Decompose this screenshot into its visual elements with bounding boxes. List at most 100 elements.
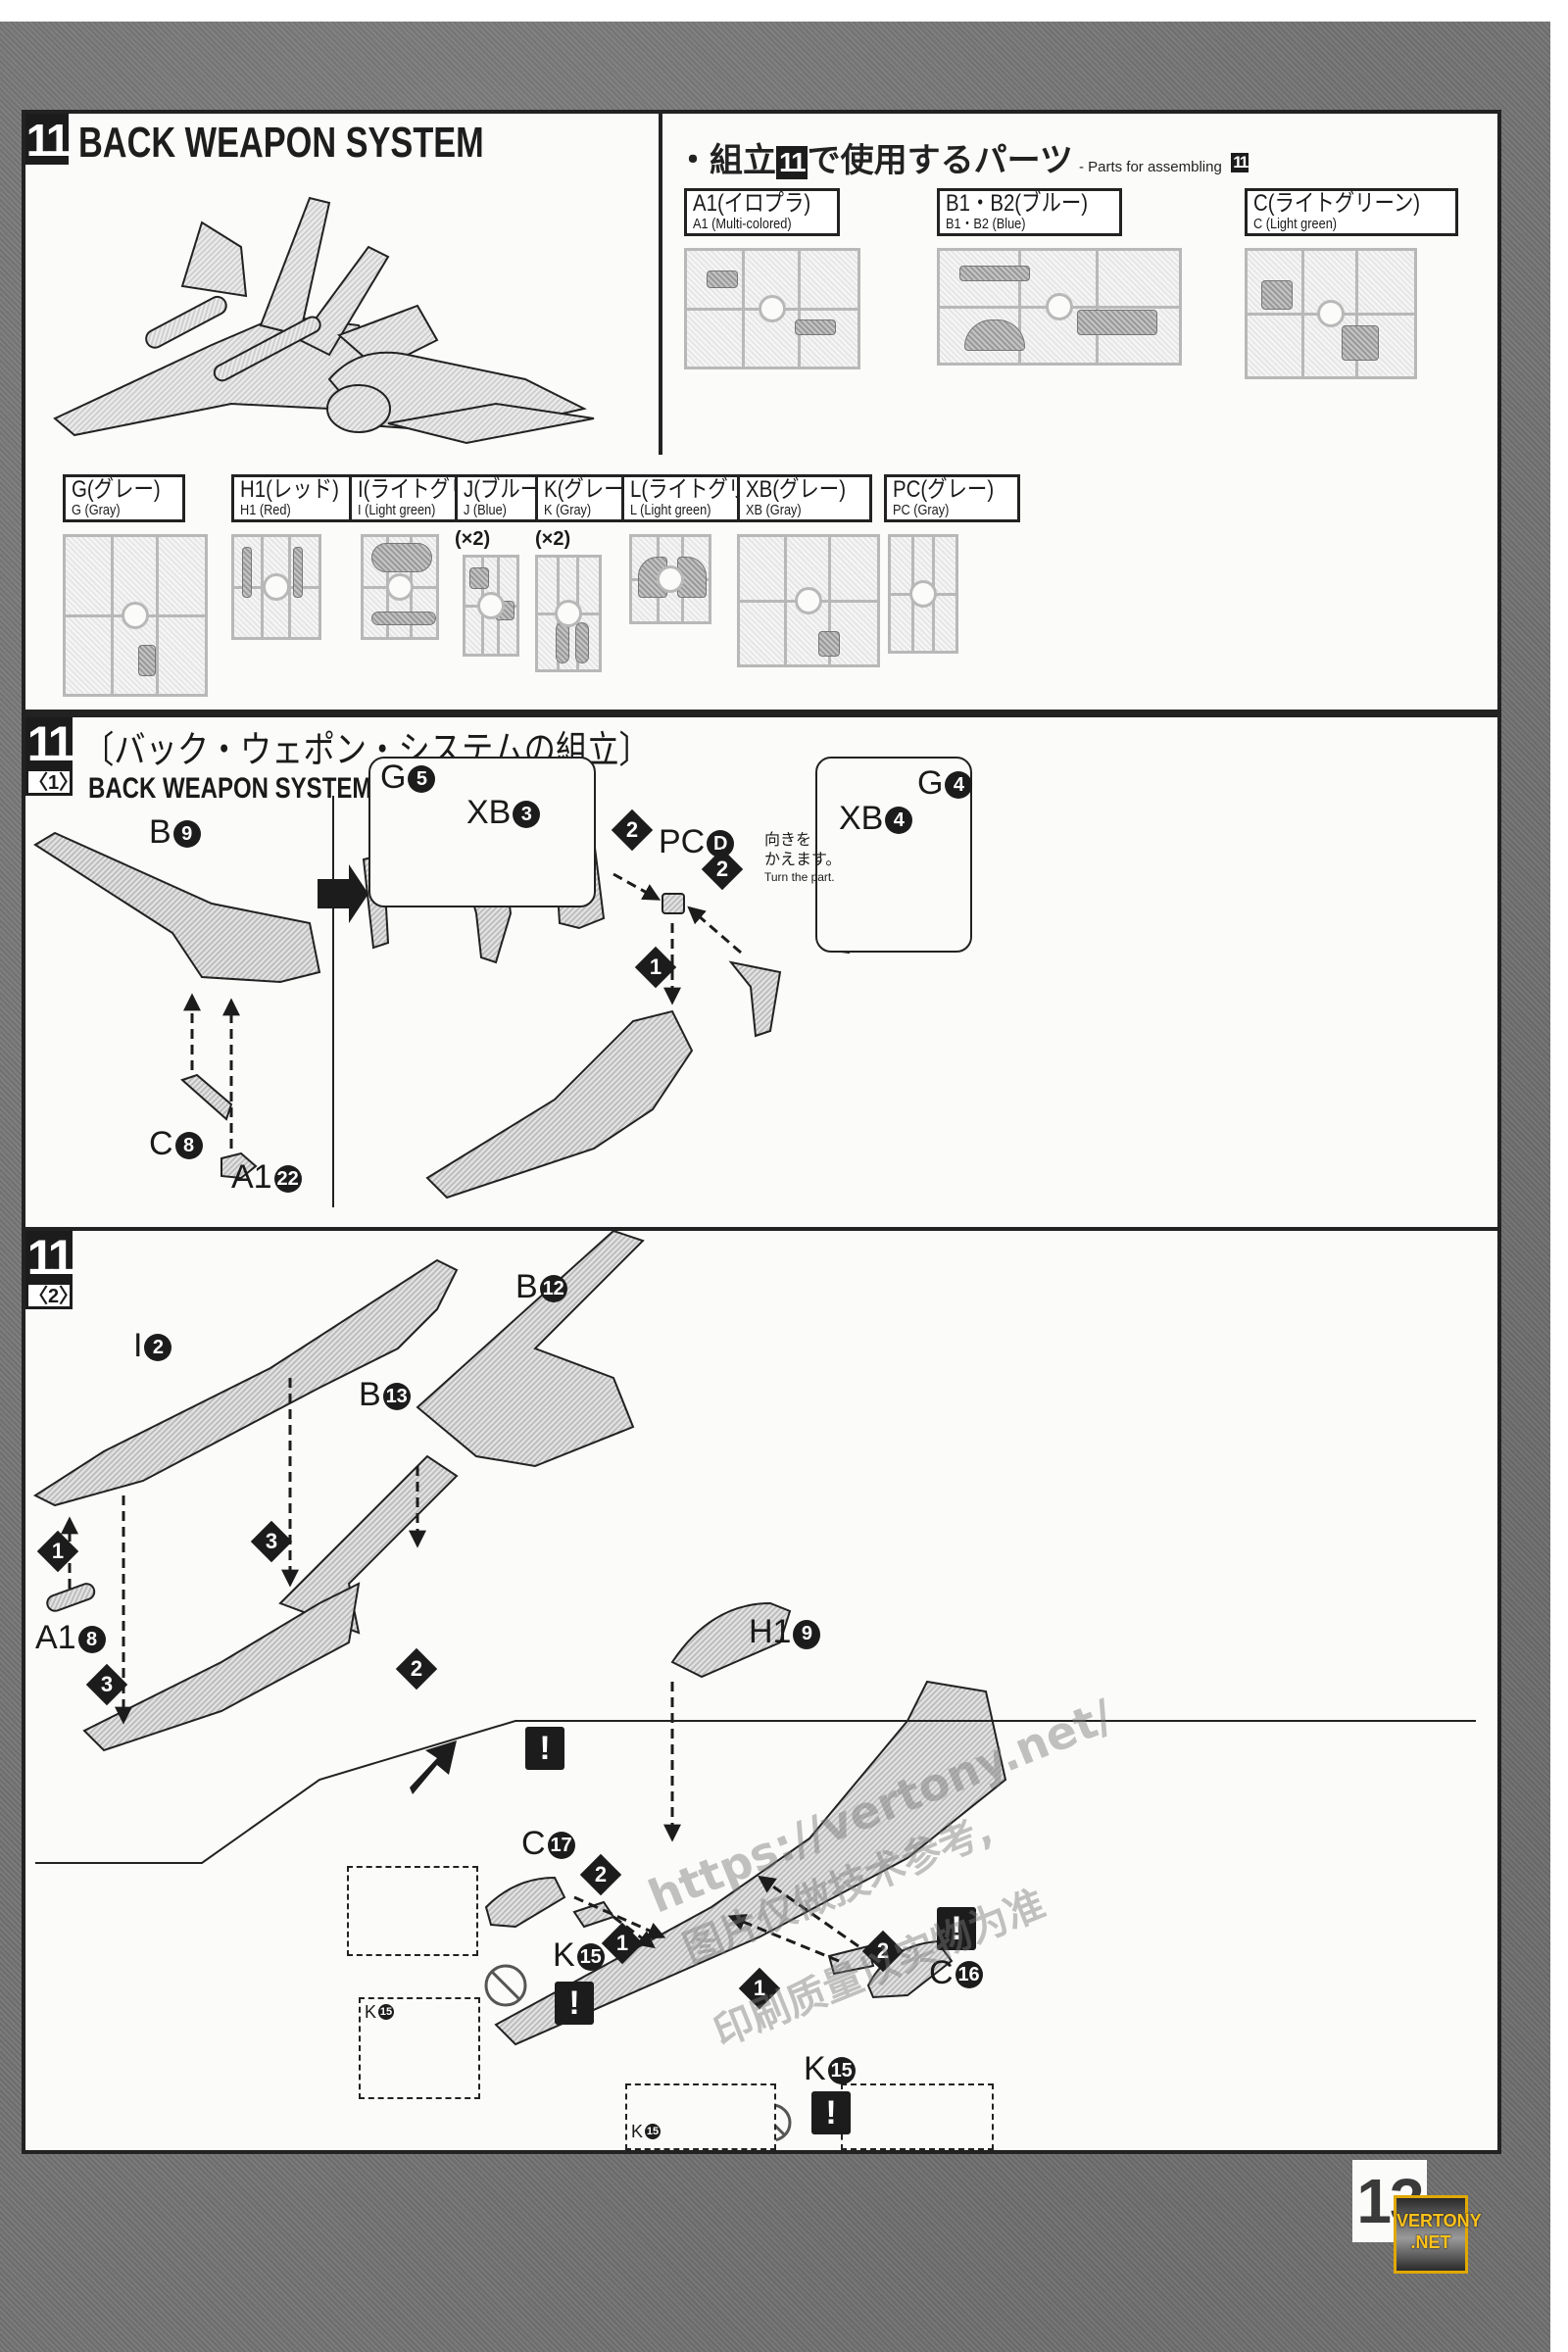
sprue-diagram — [63, 534, 208, 697]
watermark-badge: VERTONY .NET — [1394, 2195, 1482, 2274]
part-number-circle: 3 — [513, 801, 541, 828]
runner-label-en: I (Light green) — [358, 502, 436, 518]
runner-label: G(グレー)G (Gray) — [63, 474, 185, 522]
part-runner-letter: G — [917, 764, 944, 802]
part-number-circle: 9 — [172, 820, 201, 848]
note-jp-line2: かえます。 — [764, 852, 842, 868]
runner-PC: PC(グレー)PC (Gray) — [884, 474, 1021, 654]
sprue-diagram — [937, 248, 1182, 366]
runner-B1-B2: B1・B2(ブルー)B1・B2 (Blue) — [937, 188, 1182, 366]
part-runner-letter: G — [380, 759, 407, 796]
step-number: 11 — [25, 716, 74, 771]
parts-heading-step-badge: 11 — [776, 146, 808, 180]
part-B9-shape — [33, 831, 321, 984]
caution-icon: ! — [525, 1727, 564, 1770]
part-runner-letter: 1 — [615, 1931, 629, 1955]
parts-heading-jp-prefix: ・組立 — [676, 142, 776, 179]
part-runner-letter: K — [804, 2050, 826, 2087]
runner-label-jp: A1(イロプラ) — [693, 190, 811, 217]
part-runner-letter: XB — [839, 800, 884, 837]
part-runner-letter: C — [149, 1125, 173, 1162]
parts-heading-jp-suffix: で使用するパーツ — [807, 142, 1073, 179]
order-marker: 3 — [250, 1520, 293, 1563]
part-runner-letter: B — [149, 813, 172, 851]
caution-icon: ! — [811, 2091, 851, 2134]
part-I2-shape — [32, 1258, 459, 1507]
part-runner-letter: B — [359, 1376, 381, 1413]
part-number-circle: 9 — [793, 1620, 821, 1649]
part-runner-letter: 3 — [265, 1529, 278, 1553]
note-en: Turn the part. — [764, 870, 835, 884]
sprue-diagram — [361, 534, 439, 640]
part-runner-letter: K — [631, 2122, 644, 2141]
part-number-circle: 15 — [827, 2057, 856, 2084]
part-number-circle: 4 — [945, 771, 973, 799]
watermark-badge-line1: VERTONY — [1396, 2211, 1482, 2230]
order-marker: 1 — [634, 946, 677, 989]
order-marker: 2 — [395, 1647, 438, 1690]
runner-label-en: XB (Gray) — [746, 502, 802, 518]
part-number-circle: 2 — [144, 1334, 172, 1361]
step2-divider-line — [35, 1720, 1476, 1864]
no-cut-icon — [484, 1964, 527, 2007]
runner-G: G(グレー)G (Gray) — [63, 474, 208, 697]
part-runner-letter: C — [929, 1954, 954, 1991]
part-runner-letter: 2 — [594, 1862, 608, 1886]
watermark-badge-line2: .NET — [1410, 2232, 1451, 2252]
runner-label-jp: J(ブルー) — [464, 476, 547, 503]
part-runner-letter: H1 — [749, 1613, 792, 1650]
order-marker: 1 — [36, 1530, 79, 1573]
part-number-circle: 8 — [174, 1132, 203, 1159]
sprue-diagram — [629, 534, 711, 624]
step-number-badge: 11 — [25, 114, 71, 166]
part-C8-shape — [180, 1073, 233, 1121]
order-marker: 2 — [701, 848, 744, 891]
runner-label-en: A1 (Multi-colored) — [693, 216, 792, 232]
parts-heading-en: - Parts for assembling — [1078, 159, 1222, 175]
sprue-diagram — [535, 555, 602, 672]
runner-label-en: PC (Gray) — [893, 502, 950, 518]
note-jp-line1: 向きを — [764, 832, 812, 849]
runner-label-jp: H1(レッド) — [240, 476, 339, 503]
detail-callout-left — [368, 757, 596, 907]
runner-label-jp: PC(グレー) — [893, 476, 995, 503]
part-runner-letter: A1 — [35, 1619, 76, 1656]
step-11-1-panel: 11 〈1〉 〔バック・ウェポン・システムの組立〕 BACK WEAPON SY… — [22, 713, 1501, 1231]
part-A1-22-shape — [220, 1152, 258, 1180]
part-runner-letter: A1 — [231, 1158, 272, 1196]
runner-label-en: C (Light green) — [1253, 216, 1338, 232]
part-runner-letter: K — [365, 2002, 377, 2022]
runner-label-en: G (Gray) — [72, 502, 121, 518]
order-marker: 2 — [611, 808, 654, 852]
part-number-circle: 17 — [547, 1832, 575, 1859]
runner-label-en: B1・B2 (Blue) — [946, 216, 1026, 232]
runner-label-en: J (Blue) — [464, 502, 507, 518]
runner-label-jp: XB(グレー) — [746, 476, 846, 503]
part-number-circle: 13 — [382, 1383, 411, 1410]
part-runner-letter: 1 — [649, 955, 662, 979]
turn-part-note: 向きを かえます。 Turn the part. — [764, 831, 841, 885]
runner-label-en: K (Gray) — [544, 502, 592, 518]
runner-label-jp: B1・B2(ブルー) — [946, 190, 1089, 217]
part-number-circle: 8 — [77, 1626, 106, 1653]
runner-label-jp: C(ライトグリーン) — [1253, 190, 1421, 217]
part-number-circle: 16 — [955, 1961, 983, 1988]
parts-heading-en-step-badge: 11 — [1231, 153, 1250, 173]
part-runner-letter: 2 — [410, 1656, 423, 1681]
runner-C: C(ライトグリーン)C (Light green) — [1245, 188, 1459, 379]
part-runner-letter: 2 — [625, 817, 639, 842]
runner-label-en: H1 (Red) — [240, 502, 291, 518]
runner-label-jp: K(グレー) — [544, 476, 631, 503]
next-substep-arrow — [410, 1740, 457, 1794]
part-number-circle: 12 — [539, 1275, 567, 1302]
